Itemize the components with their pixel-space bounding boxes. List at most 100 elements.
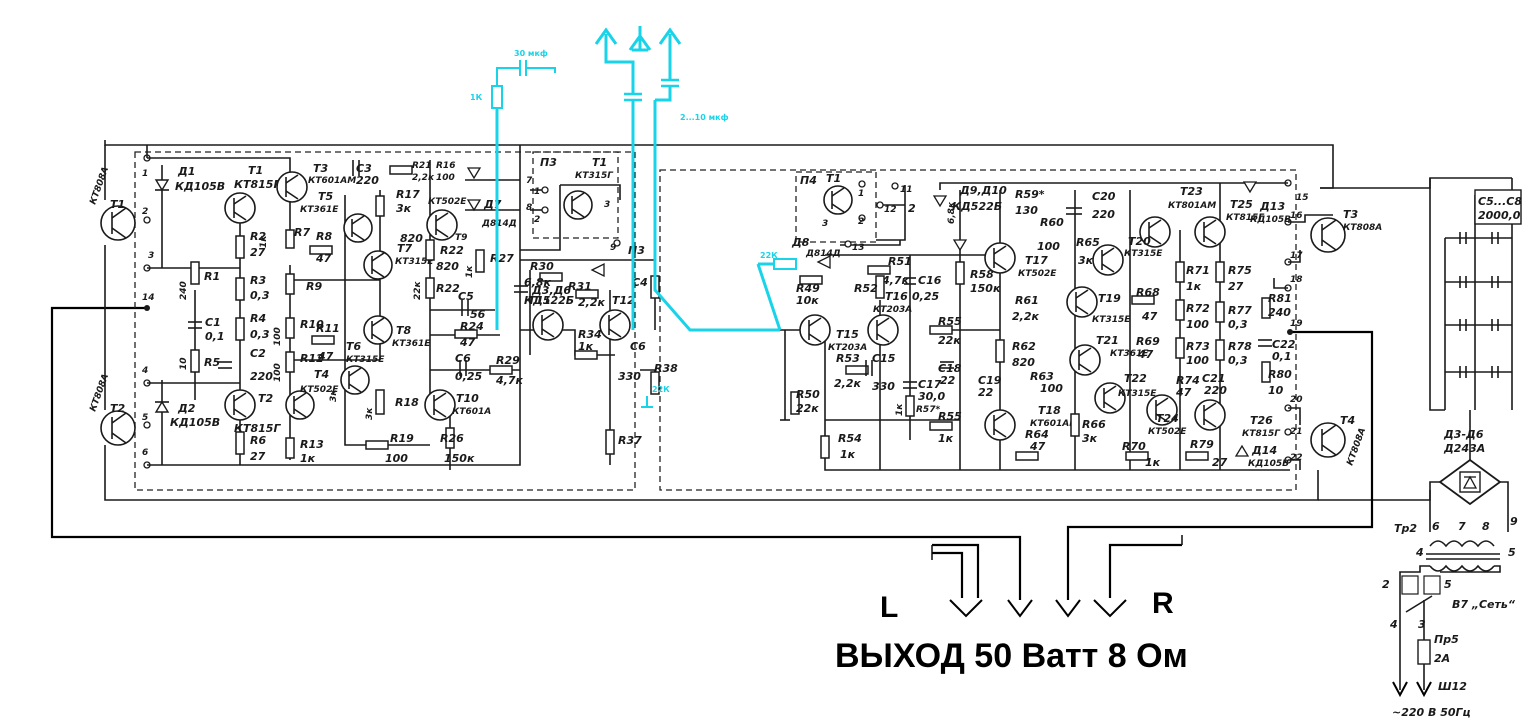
svg-text:6: 6 — [1432, 520, 1440, 533]
label-r79-val: 27 — [1212, 456, 1228, 469]
svg-text:3: 3 — [148, 251, 154, 261]
label-r58-ref: R58 — [970, 268, 994, 281]
label-r61-ref: R61 — [1015, 294, 1039, 307]
label-mains: ~220 В 50Гц — [1392, 706, 1471, 719]
label-r77-ref: R77 — [1228, 304, 1252, 317]
label-t22-ref: T22 — [1124, 372, 1147, 385]
label-c4-val: 56 — [470, 308, 486, 321]
label-t4-ref: T4 — [314, 368, 329, 381]
label-d14-ref: Д14 — [1251, 444, 1277, 457]
label-r81-ref: R81 — [1268, 292, 1292, 305]
label-r1-ref: R1 — [204, 270, 220, 283]
label-t3r-ref: T3 — [1343, 208, 1359, 221]
label-r31-val: 1к — [578, 340, 594, 353]
svg-text:17: 17 — [1290, 251, 1303, 261]
label-t25-ref: T25 — [1230, 198, 1253, 211]
label-r50-ref: R50 — [796, 388, 820, 401]
svg-text:9: 9 — [610, 243, 616, 253]
label-r26-ref: R27 — [490, 252, 514, 265]
label-r22-ref: R22 — [436, 282, 460, 295]
svg-text:1к: 1к — [259, 235, 269, 248]
label-fuse-ref: Пр5 — [1434, 633, 1459, 646]
label-r24-ref: R26 — [440, 432, 464, 445]
label-r5-ref: R5 — [204, 356, 220, 369]
svg-text:3: 3 — [604, 200, 610, 210]
label-t3-type: КТ601АМ — [308, 176, 356, 186]
label-bridge-ref: Д3-Д6 — [1443, 428, 1484, 441]
svg-text:3: 3 — [1418, 618, 1426, 631]
svg-text:8: 8 — [526, 203, 532, 213]
svg-text:330: 330 — [618, 370, 641, 383]
label-r27-ref: R29 — [496, 354, 520, 367]
label-t2b-type: КТ815Г — [234, 422, 281, 435]
label-tr2: Тр2 — [1394, 522, 1417, 535]
label-r55b-ref: R55 — [938, 410, 962, 423]
label-c16-ref: C16 — [918, 274, 942, 287]
label-c22-ref: C22 — [1272, 338, 1296, 351]
label-r11-ref: R11 — [316, 322, 340, 335]
right-channel: T3 КТ808А T4 КТ808А 15 16 17 18 19 20 21… — [780, 172, 1382, 471]
svg-text:13: 13 — [852, 243, 865, 253]
label-r19-val: 100 — [385, 452, 408, 465]
cyan-modifications: 30 мкф 1К 2...10 мкф 22К 22К — [470, 26, 797, 408]
label-r22-val: 22к — [413, 280, 423, 300]
label-r55b-val: 1к — [938, 432, 954, 445]
label-r38-ref: C4 — [632, 276, 648, 289]
label-r62-val: 820 — [1012, 356, 1035, 369]
label-d13-val: КД105В — [1250, 215, 1291, 225]
svg-text:7: 7 — [1458, 520, 1466, 533]
label-t20-type: КТ315Е — [1124, 249, 1163, 259]
label-r8-ref: R8 — [316, 230, 332, 243]
label-r2-val: 27 — [250, 246, 266, 259]
label-t7-type: КТ315Е — [395, 257, 434, 267]
svg-text:5: 5 — [1444, 578, 1452, 591]
label-r1-val: 240 — [179, 281, 189, 300]
svg-text:6,8к: 6,8к — [947, 201, 957, 224]
label-r64-val: 47 — [1029, 440, 1046, 453]
svg-text:4: 4 — [141, 366, 148, 376]
label-t24-ref: T24 — [1156, 412, 1179, 425]
label-r34-ref: R37 — [618, 434, 642, 447]
label-r54-val: 1к — [840, 448, 856, 461]
label-r72-val: 100 — [1186, 318, 1209, 331]
label-r11-val: 47 — [317, 350, 334, 363]
label-r53-val: 2,2к — [834, 377, 861, 390]
label-r9-ref: R9 — [306, 280, 322, 293]
label-d14-val: КД105В — [1248, 459, 1289, 469]
svg-text:9: 9 — [1510, 515, 1518, 528]
label-r20-val: 2,2к — [412, 173, 435, 183]
label-t15-ref: T15 — [836, 328, 859, 341]
label-c3-ref: C3 — [356, 162, 372, 175]
svg-text:6: 6 — [142, 448, 148, 458]
svg-text:3: 3 — [822, 219, 828, 229]
label-t8-type: КТ361Е — [392, 339, 431, 349]
label-c22-val: 0,1 — [1272, 350, 1292, 363]
label-r63-ref: R63 — [1030, 370, 1054, 383]
label-r59-val: 130 — [1015, 204, 1038, 217]
svg-text:1к: 1к — [895, 403, 905, 416]
output-caption: ВЫХОД 50 Ватт 8 Ом — [835, 637, 1188, 675]
label-r23-val: 47 — [459, 336, 476, 349]
label-psu-cap-ref: C5...C8 — [1478, 195, 1522, 208]
label-d8-ref: Д8 — [791, 236, 810, 249]
label-r60-ref: R60 — [1040, 216, 1064, 229]
svg-text:П4: П4 — [800, 174, 817, 187]
svg-text:2: 2 — [142, 207, 148, 217]
label-r29-val: 6,8к — [524, 276, 551, 289]
label-t4r-ref: T4 — [1340, 414, 1355, 427]
label-r74-ref: R74 — [1176, 374, 1200, 387]
label-c20-val: 220 — [1092, 208, 1115, 221]
svg-text:1: 1 — [142, 169, 148, 179]
label-t20-ref: T20 — [1128, 235, 1151, 248]
label-c5-ref: C6 — [455, 352, 471, 365]
label-r4-ref: R4 — [250, 312, 266, 325]
svg-text:2: 2 — [908, 202, 916, 215]
label-c16-val: 0,25 — [912, 290, 939, 303]
label-c15-val: 330 — [872, 380, 895, 393]
label-bridge-val: Д243А — [1443, 442, 1485, 455]
label-t4r-type: КТ808А — [1345, 427, 1368, 467]
label-r73-ref: R73 — [1186, 340, 1210, 353]
label-r54-ref: R54 — [838, 432, 862, 445]
label-t16-type: КТ203А — [873, 305, 912, 315]
label-r49-ref: R49 — [796, 282, 820, 295]
